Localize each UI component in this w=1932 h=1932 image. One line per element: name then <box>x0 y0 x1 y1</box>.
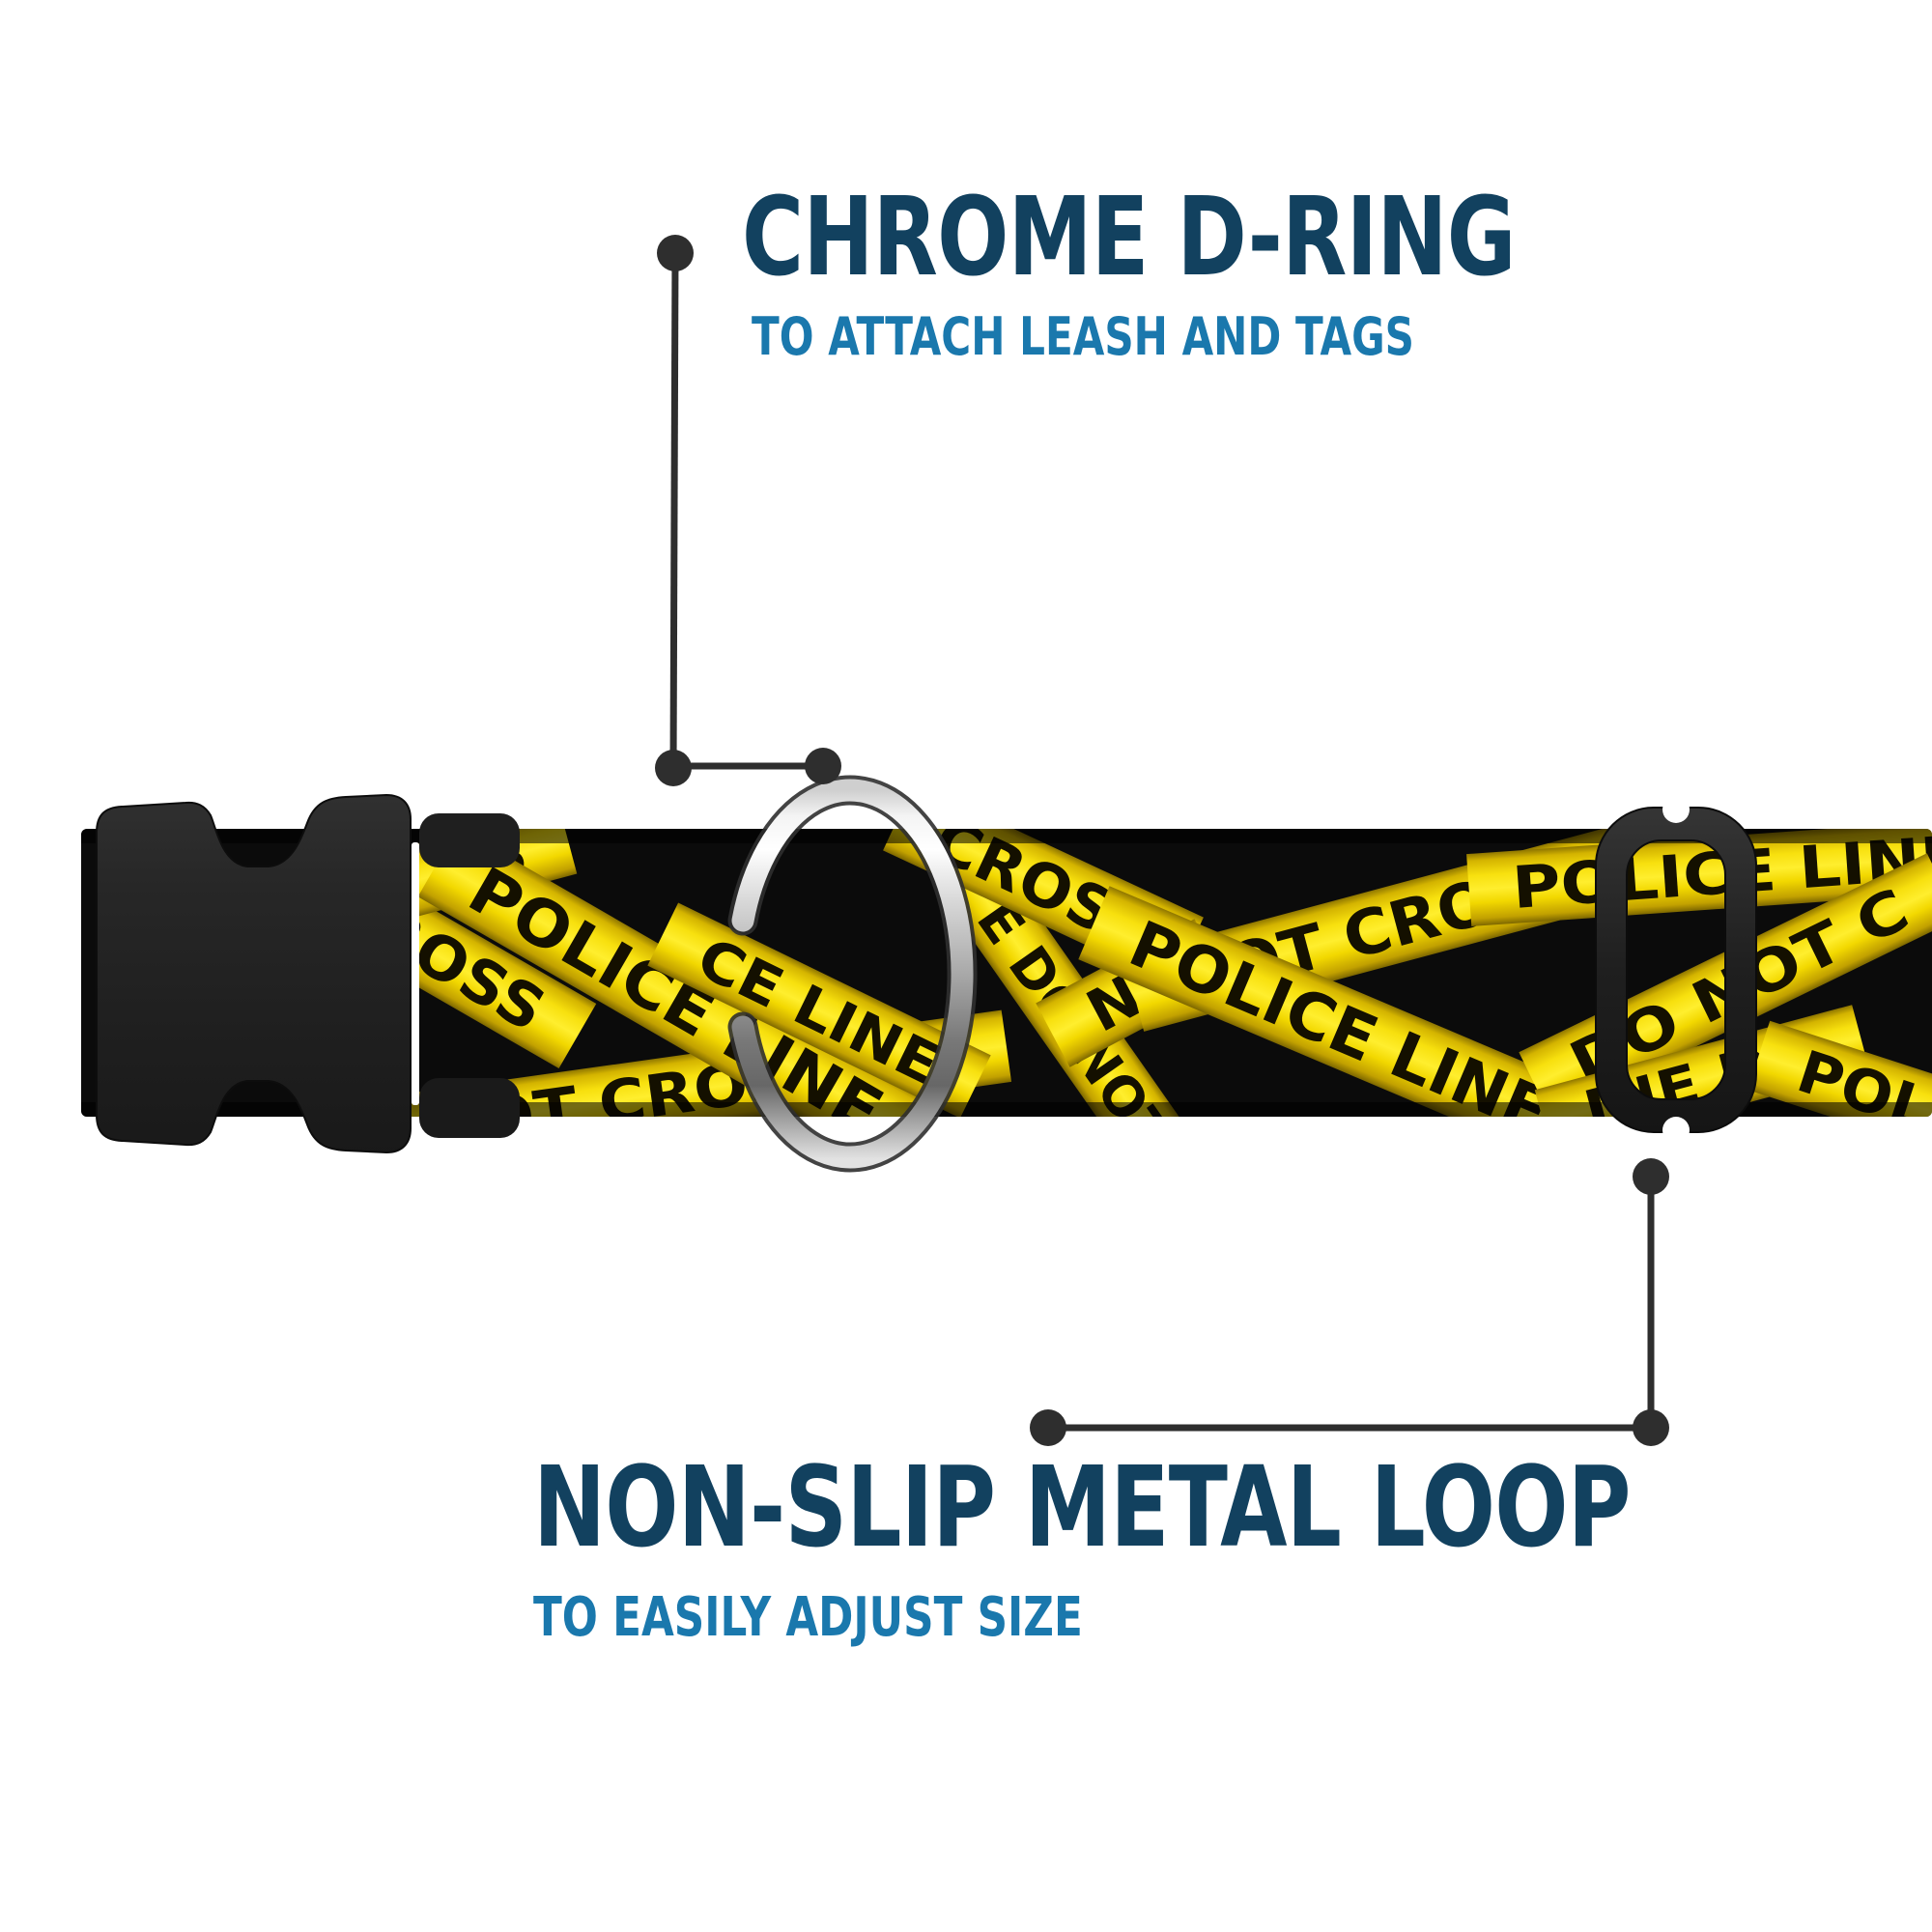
strap-bottom-edge <box>81 1102 1932 1117</box>
bottom-callout-connector <box>1030 1158 1669 1446</box>
bottom-callout-dot-text-end <box>1030 1409 1066 1446</box>
top-callout-dot-dring-end <box>805 748 841 784</box>
strap-top-edge <box>81 829 1932 843</box>
chrome-d-ring <box>727 775 978 1173</box>
buckle-top-arm <box>419 813 520 867</box>
top-callout-subtitle: TO ATTACH LEASH AND TAGS <box>752 306 1415 367</box>
slider-frame <box>1595 807 1757 1133</box>
top-callout-vertical-line <box>669 252 679 769</box>
bottom-callout-subtitle: TO EASILY ADJUST SIZE <box>533 1586 1083 1649</box>
top-callout-title: CHROME D-RING <box>742 175 1516 300</box>
metal-loop-slider <box>1595 796 1757 1144</box>
bottom-callout-title: NON-SLIP METAL LOOP <box>533 1443 1631 1573</box>
buckle-bottom-arm <box>419 1078 520 1138</box>
buckle-body <box>96 793 412 1154</box>
slider-top-notch <box>1662 796 1690 823</box>
buckle-slot-gap <box>412 842 419 1105</box>
top-callout-connector <box>655 235 841 786</box>
d-ring-chrome <box>731 779 974 1169</box>
slider-bottom-notch <box>1662 1117 1690 1144</box>
